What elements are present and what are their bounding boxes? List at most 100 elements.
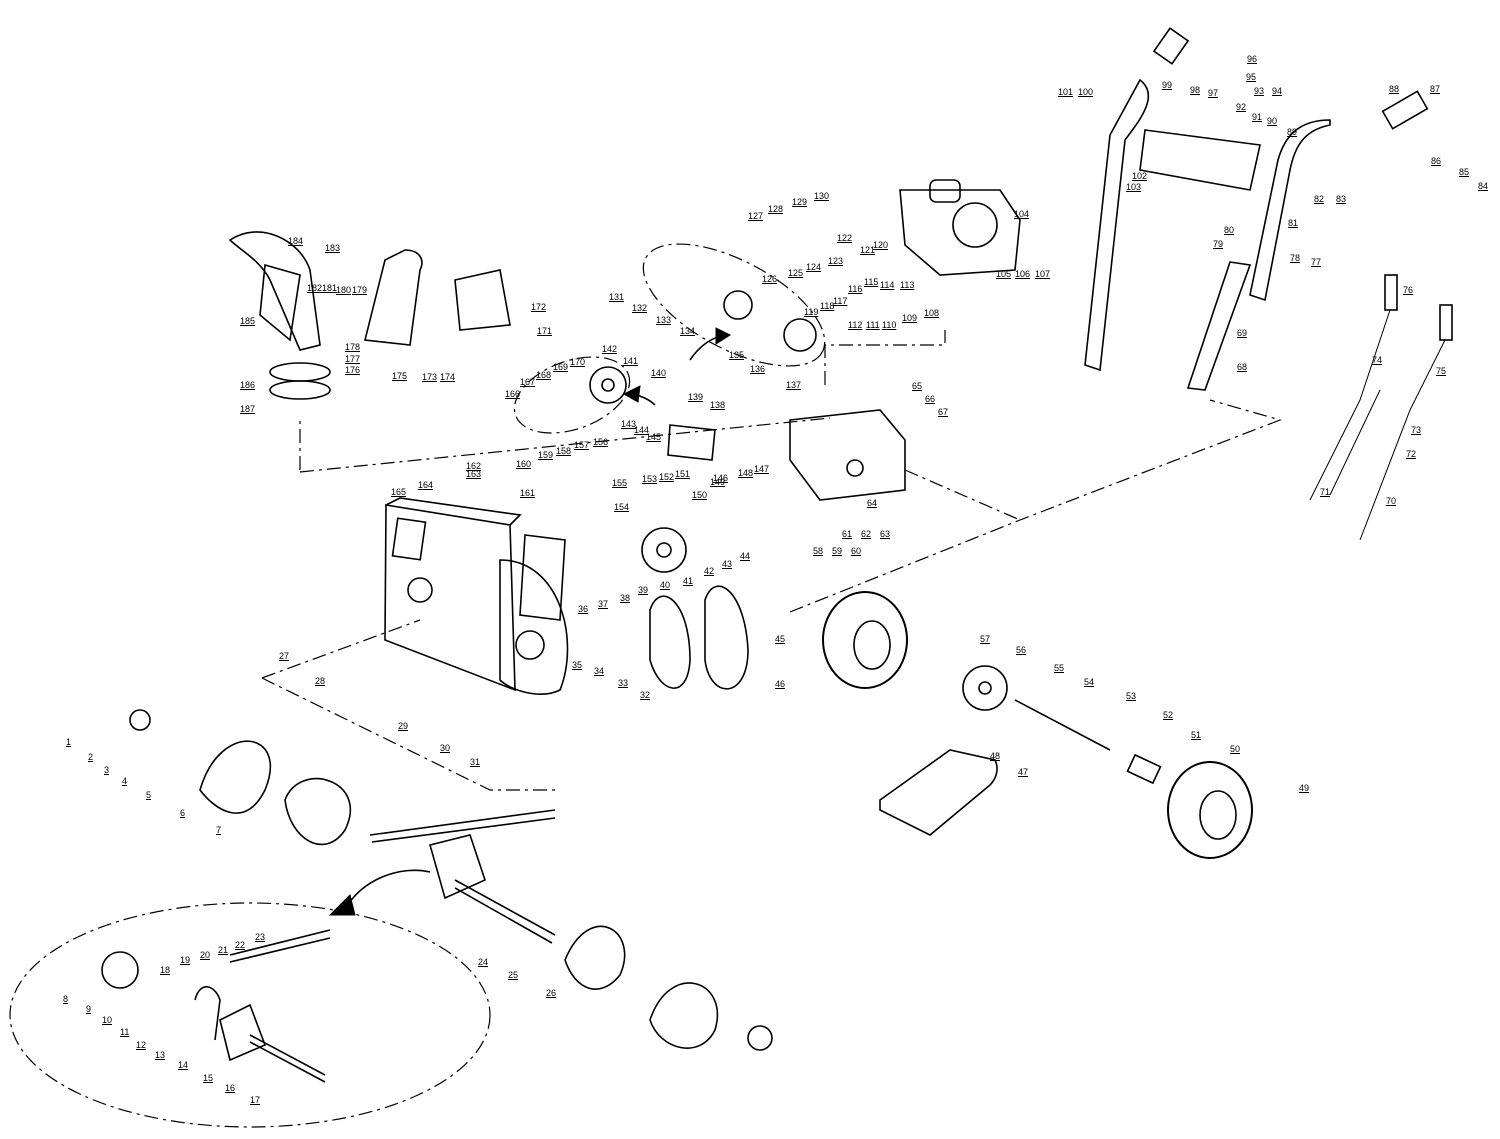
part-label-184: 184 xyxy=(288,236,304,246)
arrow-down-left xyxy=(344,869,431,911)
part-label-118: 118 xyxy=(820,301,835,311)
part-label-11: 11 xyxy=(120,1027,130,1037)
part-label-31: 31 xyxy=(470,757,481,767)
part-label-67: 67 xyxy=(938,407,949,417)
frame xyxy=(789,409,906,501)
detail-ubolt xyxy=(194,986,221,1041)
handle-left xyxy=(1084,78,1150,372)
part-label-120: 120 xyxy=(873,240,889,250)
part-label-172: 172 xyxy=(531,302,547,312)
part-label-130: 130 xyxy=(814,191,830,201)
scraper-bar xyxy=(879,749,998,836)
part-label-135: 135 xyxy=(729,350,745,360)
part-label-86: 86 xyxy=(1431,156,1442,166)
part-label-145: 145 xyxy=(646,432,662,442)
wheel-gear xyxy=(962,665,1008,711)
part-label-27: 27 xyxy=(279,651,290,661)
control-panel xyxy=(1139,129,1261,191)
part-label-38: 38 xyxy=(620,593,631,603)
part-label-179: 179 xyxy=(352,285,368,295)
part-label-85: 85 xyxy=(1459,167,1470,177)
part-label-60: 60 xyxy=(851,546,862,556)
part-label-122: 122 xyxy=(837,233,853,243)
part-label-115: 115 xyxy=(864,277,879,287)
part-label-45: 45 xyxy=(775,634,786,644)
part-label-47: 47 xyxy=(1018,767,1029,777)
part-label-9: 9 xyxy=(86,1004,92,1014)
chute-cover xyxy=(454,269,511,331)
part-label-155: 155 xyxy=(612,478,628,488)
part-label-61: 61 xyxy=(842,529,853,539)
part-label-108: 108 xyxy=(924,308,940,318)
part-label-59: 59 xyxy=(832,546,843,556)
part-label-119: 119 xyxy=(804,307,819,317)
part-label-97: 97 xyxy=(1208,88,1219,98)
part-label-153: 153 xyxy=(642,474,658,484)
arrow-head-pulley xyxy=(715,327,732,345)
part-label-139: 139 xyxy=(688,392,704,402)
part-label-79: 79 xyxy=(1213,239,1224,249)
part-label-37: 37 xyxy=(598,599,609,609)
impeller-housing xyxy=(499,559,569,695)
part-label-146: 146 xyxy=(713,473,729,483)
part-label-137: 137 xyxy=(786,380,802,390)
part-label-176: 176 xyxy=(345,365,361,375)
assembly-line-frame xyxy=(789,399,1282,613)
part-label-164: 164 xyxy=(418,480,434,490)
part-label-20: 20 xyxy=(200,950,211,960)
part-label-55: 55 xyxy=(1054,663,1065,673)
part-label-51: 51 xyxy=(1191,730,1202,740)
part-label-106: 106 xyxy=(1015,269,1031,279)
part-label-133: 133 xyxy=(656,315,672,325)
part-label-149: 149 xyxy=(710,477,726,487)
chute xyxy=(228,231,321,351)
part-label-93: 93 xyxy=(1254,86,1265,96)
part-label-143: 143 xyxy=(621,419,637,429)
part-label-41: 41 xyxy=(683,576,694,586)
engine xyxy=(899,189,1021,276)
part-label-110: 110 xyxy=(882,320,897,330)
part-label-30: 30 xyxy=(440,743,451,753)
part-label-161: 161 xyxy=(520,488,536,498)
part-label-144: 144 xyxy=(634,425,650,435)
part-label-159: 159 xyxy=(538,450,554,460)
part-label-1: 1 xyxy=(66,737,72,747)
detail-ellipse-hub xyxy=(513,356,631,434)
part-label-3: 3 xyxy=(104,765,110,775)
part-label-73: 73 xyxy=(1411,425,1422,435)
part-label-151: 151 xyxy=(675,469,691,479)
part-label-14: 14 xyxy=(178,1060,189,1070)
part-label-92: 92 xyxy=(1236,102,1247,112)
part-label-124: 124 xyxy=(806,262,822,272)
part-label-178: 178 xyxy=(345,342,361,352)
part-label-186: 186 xyxy=(240,380,256,390)
belt-2 xyxy=(704,585,749,690)
part-label-103: 103 xyxy=(1126,182,1142,192)
part-label-8: 8 xyxy=(63,994,69,1004)
chute-base xyxy=(519,534,566,621)
part-label-187: 187 xyxy=(240,404,256,414)
part-label-18: 18 xyxy=(160,965,171,975)
part-label-16: 16 xyxy=(225,1083,236,1093)
part-label-15: 15 xyxy=(203,1073,214,1083)
part-label-141: 141 xyxy=(623,356,639,366)
part-label-111: 111 xyxy=(866,320,880,330)
part-label-181: 181 xyxy=(322,283,338,293)
part-label-83: 83 xyxy=(1336,194,1347,204)
part-label-98: 98 xyxy=(1190,85,1201,95)
auger-blade-1 xyxy=(199,740,272,814)
part-label-12: 12 xyxy=(136,1040,147,1050)
part-label-126: 126 xyxy=(762,274,778,284)
part-label-49: 49 xyxy=(1299,783,1310,793)
part-label-129: 129 xyxy=(792,197,808,207)
auger-blade-3 xyxy=(564,925,626,990)
part-label-54: 54 xyxy=(1084,677,1095,687)
pulley-134 xyxy=(723,290,753,320)
part-label-156: 156 xyxy=(593,437,609,447)
part-label-134: 134 xyxy=(680,326,696,336)
part-label-166: 166 xyxy=(505,389,521,399)
part-label-136: 136 xyxy=(750,364,766,374)
part-label-13: 13 xyxy=(155,1050,166,1060)
part-label-160: 160 xyxy=(516,459,532,469)
